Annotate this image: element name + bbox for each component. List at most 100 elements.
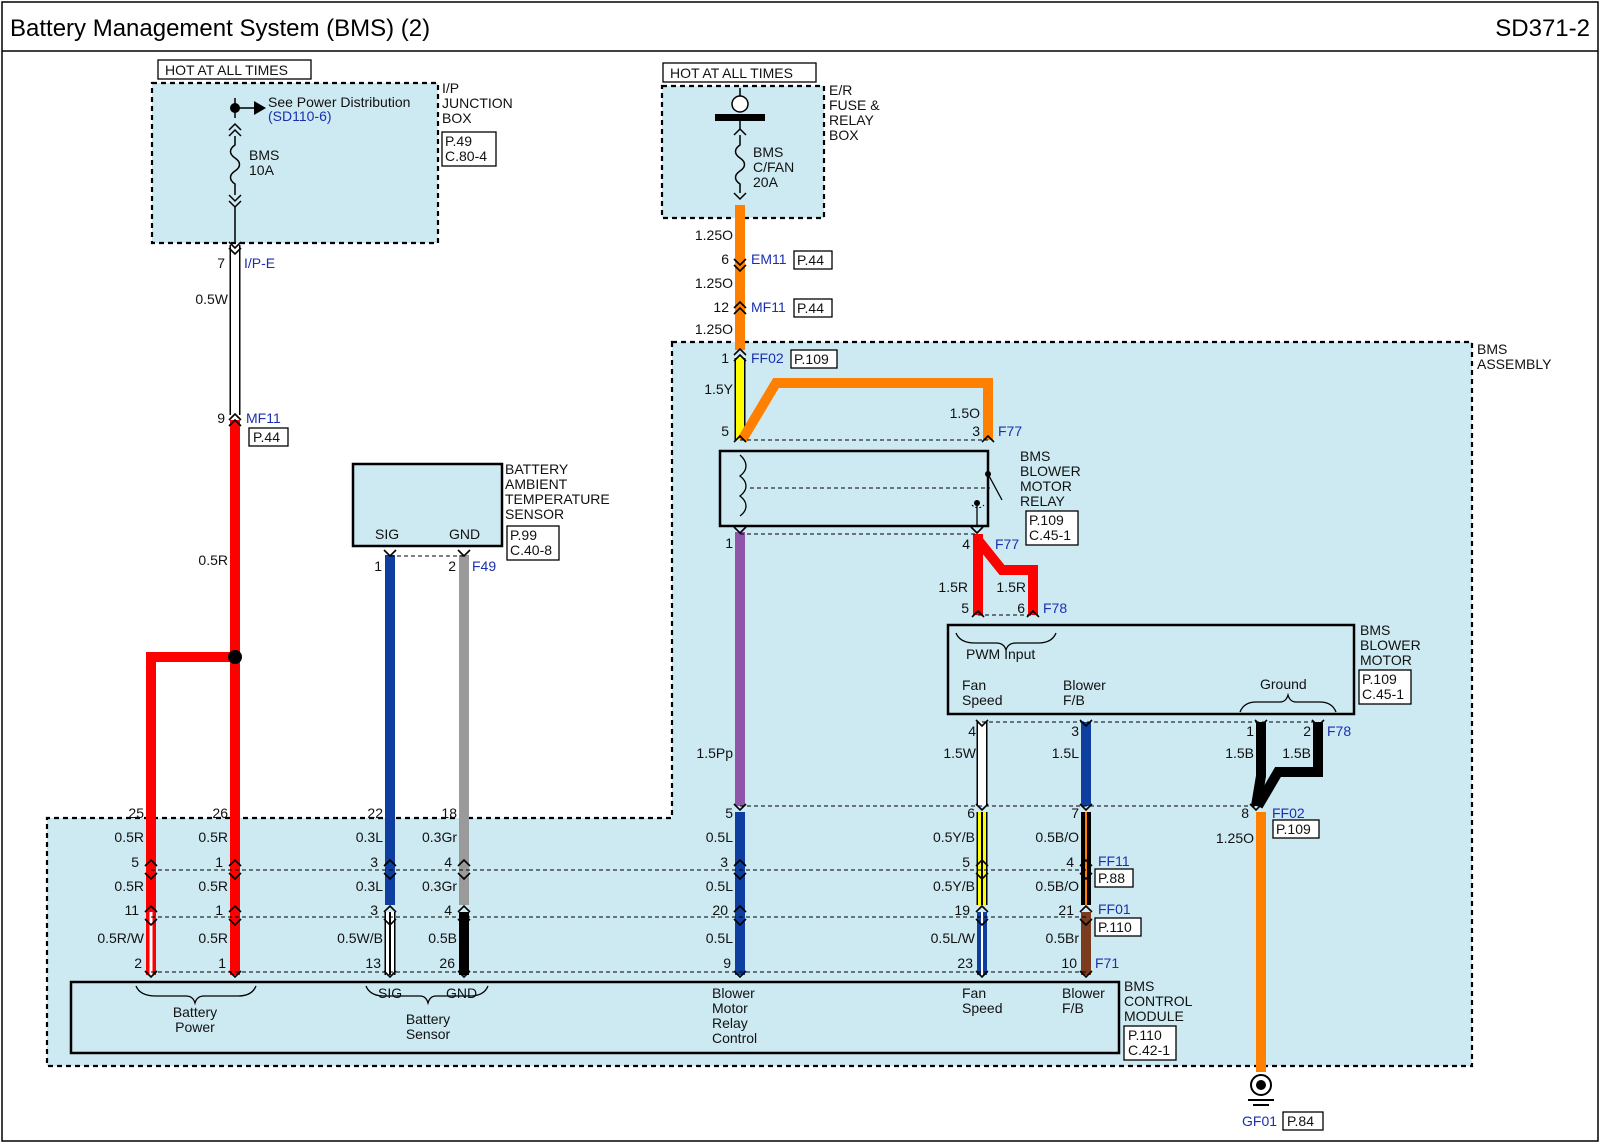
row2-pin-1: 1 bbox=[215, 854, 223, 870]
conn-mf11-a[interactable]: MF11 bbox=[246, 410, 281, 426]
r2-wire-6: 0.5B/O bbox=[1035, 878, 1079, 894]
conn-mf11-b[interactable]: MF11 bbox=[751, 299, 786, 315]
ip-fuse-name: BMS bbox=[249, 147, 279, 163]
row3-pin-1: 1 bbox=[215, 902, 223, 918]
fuse-icon bbox=[229, 136, 241, 195]
relay-pin-4: 4 bbox=[962, 536, 970, 552]
cm-relay-control-1: Blower bbox=[712, 985, 755, 1001]
ground-brace bbox=[1239, 692, 1337, 713]
r2-wire-5: 0.5Y/B bbox=[933, 878, 975, 894]
motor-name-2: BLOWER bbox=[1360, 637, 1421, 653]
relay-pin-1: 1 bbox=[725, 535, 733, 551]
pwm-brace bbox=[955, 632, 1057, 653]
sensor-pin-2: 2 bbox=[448, 558, 456, 574]
ip-box-name-1: I/P bbox=[442, 80, 459, 96]
r3-wire-4: 0.5L bbox=[706, 930, 733, 946]
r1-wire-1: 0.5R bbox=[198, 829, 228, 845]
motor-pin-3: 3 bbox=[1071, 723, 1079, 739]
wire-label-15r-a: 1.5R bbox=[938, 579, 968, 595]
motor-fan-speed-2: Speed bbox=[962, 692, 1002, 708]
sensor-ref-conn: C.40-8 bbox=[510, 542, 552, 558]
row4-pin-1: 1 bbox=[218, 955, 226, 971]
row3-pin-2: 3 bbox=[370, 902, 378, 918]
wire-15b-a bbox=[1251, 722, 1266, 807]
r3-wire-5: 0.5L/W bbox=[931, 930, 976, 946]
conn-ipe[interactable]: I/P-E bbox=[244, 255, 275, 271]
motor-name-3: MOTOR bbox=[1360, 652, 1412, 668]
row1-pin-2: 22 bbox=[367, 805, 383, 821]
r2-wire-4: 0.5L bbox=[706, 878, 733, 894]
conn-f49[interactable]: F49 bbox=[472, 558, 496, 574]
ground-symbol-icon bbox=[1248, 1074, 1274, 1106]
cm-battery-power-2: Power bbox=[175, 1019, 215, 1035]
conn-ff01-ref: P.110 bbox=[1098, 919, 1132, 935]
conn-ff11[interactable]: FF11 bbox=[1098, 853, 1130, 869]
cm-fan-speed-2: Speed bbox=[962, 1000, 1002, 1016]
motor-pin-5: 5 bbox=[961, 600, 969, 616]
motor-pin-6: 6 bbox=[1017, 600, 1025, 616]
sensor-name-3: TEMPERATURE bbox=[505, 491, 610, 507]
ip-fuse-rating: 10A bbox=[249, 162, 275, 178]
row3-pin-5: 19 bbox=[954, 902, 970, 918]
conn-ff01[interactable]: FF01 bbox=[1098, 901, 1131, 917]
r1-wire-6: 0.5B/O bbox=[1035, 829, 1079, 845]
er-fuse-2: C/FAN bbox=[753, 159, 794, 175]
sensor-pin-gnd: GND bbox=[449, 526, 480, 542]
bms-control-module bbox=[69, 980, 1121, 1055]
relay-coil-icon bbox=[738, 454, 747, 517]
conn-mf11-a-ref: P.44 bbox=[253, 429, 280, 445]
cm-ref-conn: C.42-1 bbox=[1128, 1042, 1170, 1058]
r3-wire-1: 0.5R bbox=[198, 930, 228, 946]
conn-f77-b[interactable]: F77 bbox=[995, 536, 1019, 552]
relay-switch-icon bbox=[987, 473, 1003, 501]
er-fuse-1: BMS bbox=[753, 144, 783, 160]
wire-label-15l: 1.5L bbox=[1052, 745, 1079, 761]
conn-ff02-a[interactable]: FF02 bbox=[751, 350, 784, 366]
cm-ref-page: P.110 bbox=[1128, 1027, 1162, 1043]
ip-see-link[interactable]: (SD110-6) bbox=[268, 108, 332, 124]
connector-dash-lines bbox=[151, 439, 1318, 973]
er-hot-label: HOT AT ALL TIMES bbox=[670, 65, 793, 81]
row4-pin-6: 10 bbox=[1061, 955, 1077, 971]
conn-mf11-b-ref: P.44 bbox=[797, 300, 824, 316]
bus-bar-icon bbox=[715, 114, 765, 121]
cm-name-3: MODULE bbox=[1124, 1008, 1184, 1024]
wire-label-15o: 1.5O bbox=[950, 405, 980, 421]
connector-chevrons bbox=[144, 241, 1325, 979]
row3-pin-4: 20 bbox=[712, 902, 728, 918]
relay-name-1: BMS bbox=[1020, 448, 1050, 464]
wire-15o bbox=[737, 378, 993, 443]
arrow-right-icon bbox=[254, 101, 266, 115]
conn-ff11-ref: P.88 bbox=[1098, 870, 1125, 886]
er-box-name-3: RELAY bbox=[829, 112, 875, 128]
ground-point-name[interactable]: GF01 bbox=[1242, 1113, 1277, 1129]
fuse-icon bbox=[734, 135, 746, 193]
relay-ref-conn: C.45-1 bbox=[1029, 527, 1071, 543]
ip-see-text: See Power Distribution bbox=[268, 94, 410, 110]
relay-name-4: RELAY bbox=[1020, 493, 1066, 509]
r1-wire-0: 0.5R bbox=[114, 829, 144, 845]
er-fuse-3: 20A bbox=[753, 174, 779, 190]
conn-em11[interactable]: EM11 bbox=[751, 251, 787, 267]
conn-f77-a[interactable]: F77 bbox=[998, 423, 1022, 439]
pin-12-mf11: 12 bbox=[713, 299, 729, 315]
relay-ref-page: P.109 bbox=[1029, 512, 1064, 528]
row4-pin-3: 26 bbox=[439, 955, 455, 971]
motor-ground-label: Ground bbox=[1260, 676, 1307, 692]
ip-box-internals bbox=[228, 98, 266, 243]
wire-label-15pp: 1.5Pp bbox=[696, 745, 733, 761]
er-box-name-1: E/R bbox=[829, 82, 852, 98]
motor-pin-4: 4 bbox=[968, 723, 976, 739]
row2-pin-0: 5 bbox=[131, 854, 139, 870]
row1-pin-4: 5 bbox=[725, 805, 733, 821]
conn-f78-b[interactable]: F78 bbox=[1327, 723, 1351, 739]
motor-ref-page: P.109 bbox=[1362, 671, 1397, 687]
ground-point-ref: P.84 bbox=[1287, 1113, 1314, 1129]
wire-15r-b bbox=[974, 536, 1038, 615]
conn-f71[interactable]: F71 bbox=[1095, 955, 1119, 971]
conn-ff02-b[interactable]: FF02 bbox=[1272, 805, 1305, 821]
battery-power-brace bbox=[135, 985, 257, 1006]
conn-f78-a[interactable]: F78 bbox=[1043, 600, 1067, 616]
cm-name-2: CONTROL bbox=[1124, 993, 1193, 1009]
wire-label-125o-3: 1.25O bbox=[695, 321, 733, 337]
